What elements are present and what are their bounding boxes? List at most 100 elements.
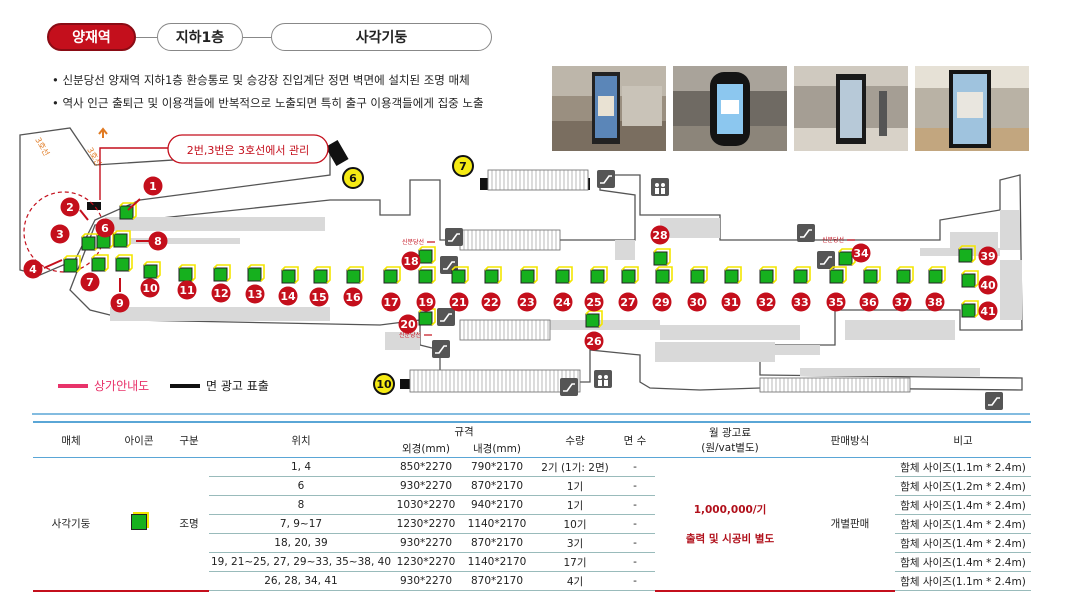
pillar-cube [724,269,739,284]
pillar-cube [690,269,705,284]
th-fee: 월 광고료 (원/vat별도) [655,422,805,458]
th-media: 매체 [33,422,109,458]
marker-label-16: 16 [345,291,361,304]
legend-black-swatch [170,383,200,388]
marker-29 [652,292,672,312]
pillar-cube-top [793,266,811,284]
map-wall-block [660,325,800,340]
th-type: 구분 [169,422,209,458]
marker-18 [401,251,421,271]
pillar-cube-top [91,254,109,272]
marker-2 [60,197,80,217]
marker-35 [826,292,846,312]
pillar-cube [590,269,605,284]
marker-label-28: 28 [652,229,667,242]
marker-label-12: 12 [213,287,228,300]
tab-connector-1 [136,37,157,38]
pillar-cube [81,236,96,251]
pillar-cube-top [896,266,914,284]
cell-inner: 940*2170 [459,495,535,515]
escalator-icon-glyph [435,345,447,354]
legend-black-label: 면 광고 표출 [206,379,269,393]
pillar-cube [91,257,106,272]
th-fee-line1: 월 광고료 [709,427,751,439]
marker-31 [721,292,741,312]
map-wall-block [615,240,635,260]
th-fee-line2: (원/vat별도) [701,442,759,454]
pillar-cube-top [451,266,469,284]
cell-outer: 850*2270 [393,457,459,477]
elevator-icon-p1 [655,183,659,187]
marker-22 [481,292,501,312]
marker-label-37: 37 [894,296,909,309]
pillar-cube [759,269,774,284]
marker-7 [80,272,100,292]
pillar-cube-top [113,230,131,248]
cell-location: 6 [209,476,393,496]
marker-label-25: 25 [586,296,601,309]
spec-table-wrapper: 매체 아이콘 구분 위치 규격 수량 면 수 월 광고료 (원/vat별도) 판… [33,421,1031,592]
pillar-cube-top [178,264,196,282]
cell-qty: 2기 (1기: 2면) [535,457,615,477]
yellow-marker-label-6: 6 [349,172,357,185]
marker-30 [687,292,707,312]
pillar-cube [555,269,570,284]
th-qty: 수량 [535,422,615,458]
tab-connector-2 [243,37,271,38]
marker-20 [398,314,418,334]
callout-bubble [167,134,329,164]
marker-label-1: 1 [149,180,157,193]
pointer-arrow [127,198,141,211]
th-sales: 판매방식 [805,422,895,458]
elevator-icon-p2 [604,375,608,379]
sinbundang-label: 신분당선 [399,331,421,339]
marker-17 [381,292,401,312]
escalator-icon-glyph [443,261,455,270]
pillar-cube-top [281,266,299,284]
marker-33 [791,292,811,312]
legend-pink-label: 상가안내도 [94,379,150,393]
th-spec: 규격 [454,426,474,438]
pillar-cube-top [653,248,671,266]
pillar-cube [346,269,361,284]
pillar-cube-icon [131,514,147,531]
pillar-cube [793,269,808,284]
marker-6 [95,218,115,238]
th-location: 위치 [209,422,393,458]
marker-label-41: 41 [980,305,995,318]
marker-19 [416,292,436,312]
pillar-cube-top [829,266,847,284]
cell-faces: - [615,457,655,477]
cell-qty: 10기 [535,514,615,534]
tab-station[interactable]: 양재역 [47,23,136,51]
sinbundang-label: 신분당선 [822,236,844,244]
map-concourse-main [69,174,1023,391]
pillar-cube-top [115,254,133,272]
pillar-cube-top [484,266,502,284]
escalator-icon-glyph [988,397,1000,406]
pillar-cube [213,267,228,282]
th-faces: 면 수 [615,422,655,458]
map-ad-face-6 [325,139,349,167]
photo-4 [915,66,1029,151]
pillar-cube-top [247,264,265,282]
map-wall-block [800,368,980,376]
tab-floor[interactable]: 지하1층 [157,23,243,51]
marker-label-3: 3 [56,228,64,241]
cell-inner: 870*2170 [459,533,535,553]
th-inner: 내경(mm) [459,440,535,458]
map-wall-block [480,320,660,330]
yellow-marker-10 [373,373,395,395]
marker-label-22: 22 [483,296,498,309]
escalator-icon-glyph [820,256,832,265]
elevator-icon-b2 [661,188,665,194]
cell-location: 8 [209,495,393,515]
cell-icon [109,457,169,592]
pillar-cube [484,269,499,284]
callout-text: 2번,3번은 3호선에서 관리 [187,144,310,157]
tab-media[interactable]: 사각기둥 [271,23,492,51]
pillar-cube-top [383,266,401,284]
cell-location: 26, 28, 34, 41 [209,571,393,591]
